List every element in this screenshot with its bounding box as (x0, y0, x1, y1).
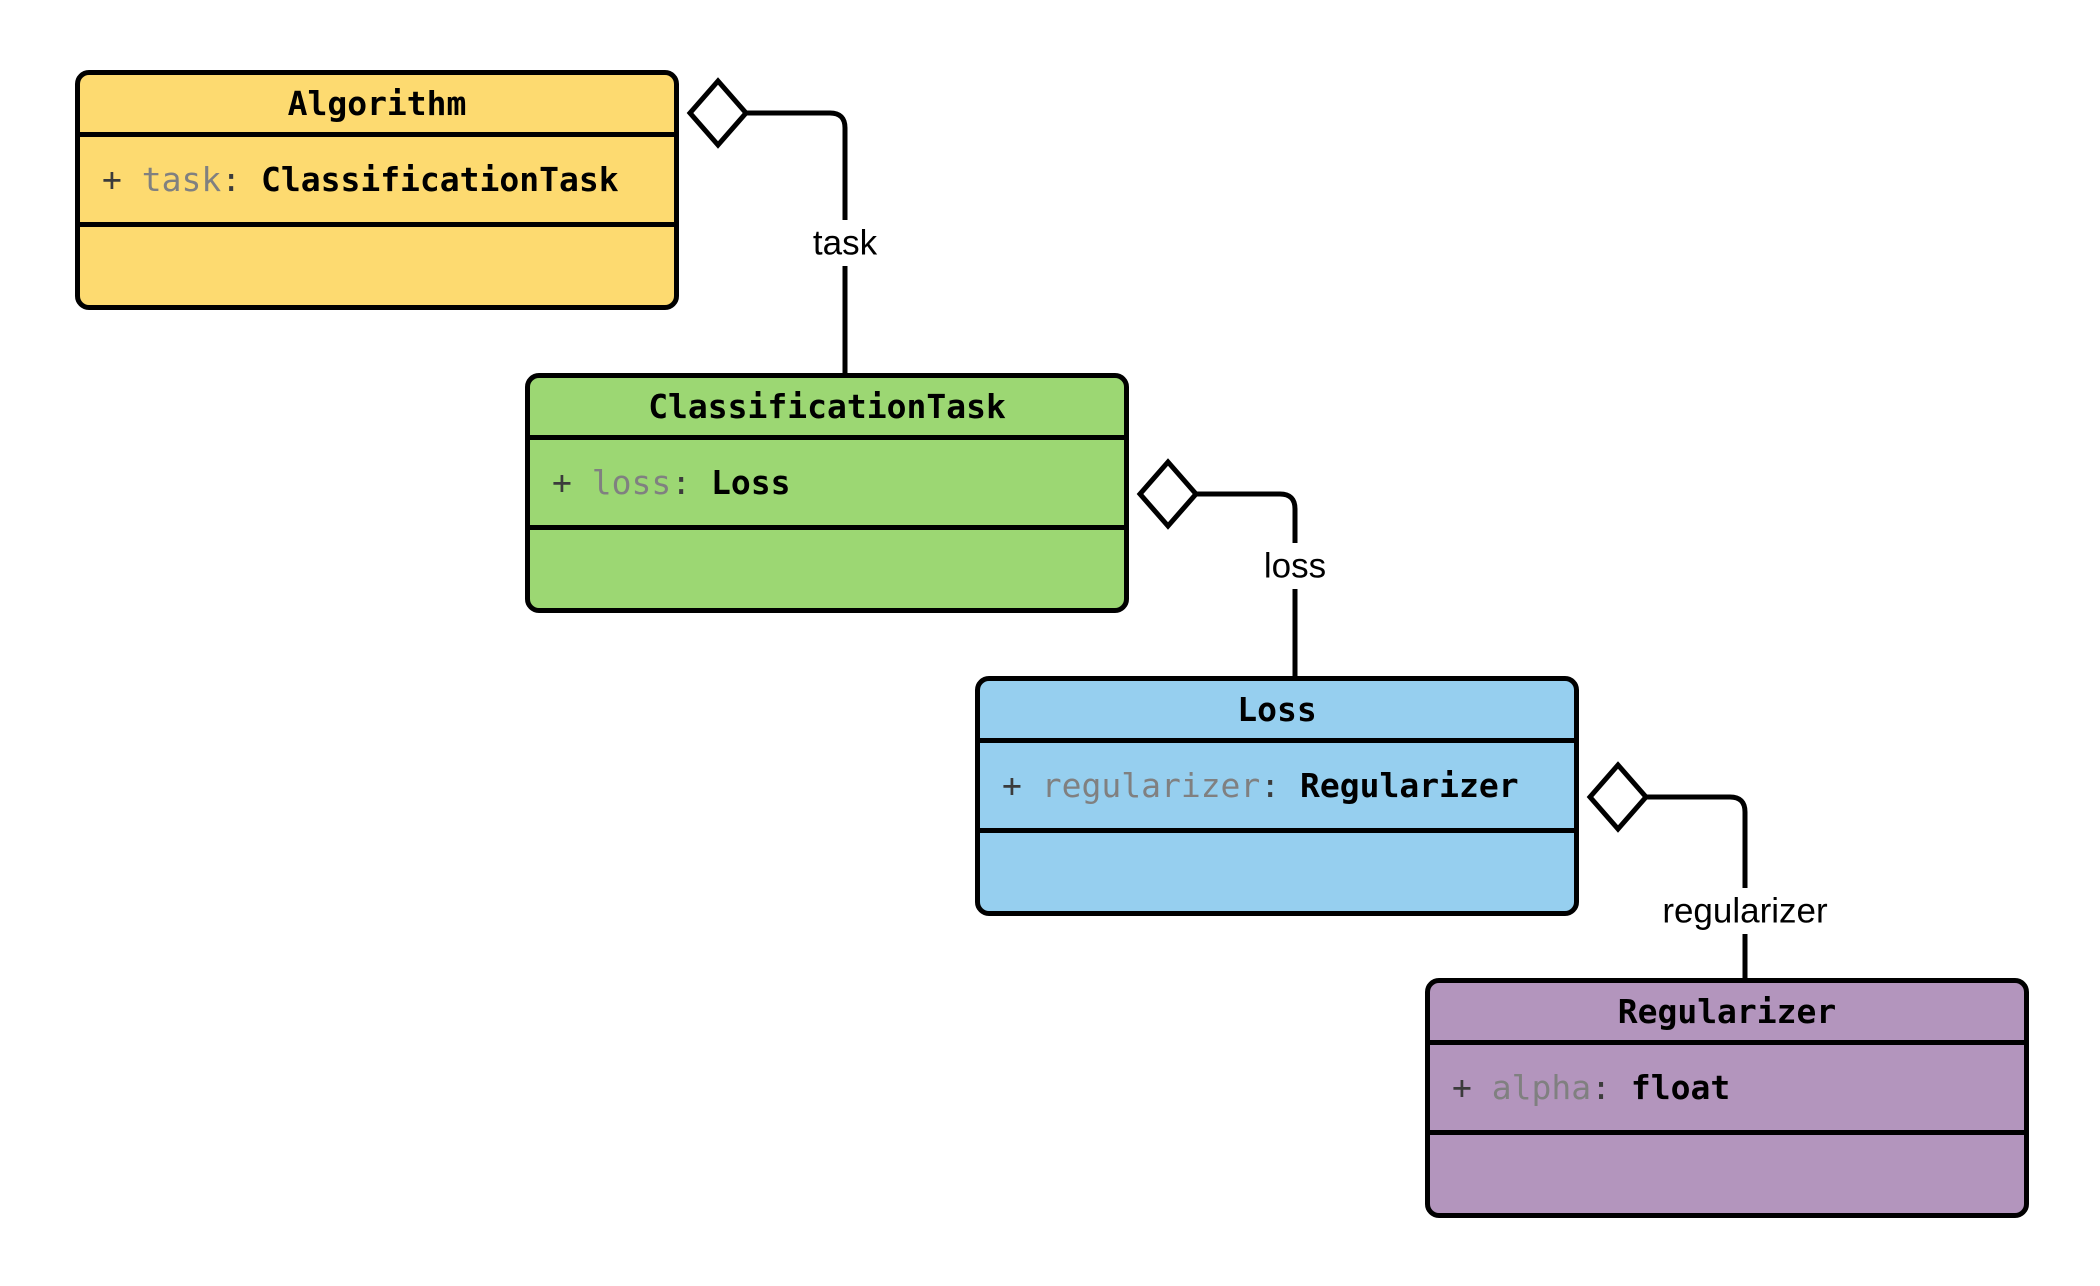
relationship-label-backdrop (1646, 888, 1844, 934)
class-title-regularizer: Regularizer (1430, 983, 2024, 1045)
attribute-visibility: + (552, 463, 572, 502)
attribute-row: + task: ClassificationTask (102, 163, 619, 196)
attribute-colon: : (1260, 766, 1281, 805)
attribute-colon: : (221, 160, 242, 199)
class-title-classificationtask: ClassificationTask (530, 378, 1124, 440)
relationship-rel-regularizer[interactable]: regularizer (1586, 761, 1844, 978)
relationship-line (746, 110, 848, 373)
attribute-colon: : (1591, 1068, 1611, 1107)
aggregation-diamond-icon (1586, 761, 1650, 833)
attribute-row: + loss: Loss (552, 466, 790, 499)
attribute-type: float (1630, 1068, 1731, 1107)
relationship-label-backdrop (1256, 543, 1334, 589)
attribute-name: alpha (1491, 1068, 1592, 1107)
relationship-rel-task[interactable]: task (686, 77, 888, 373)
relationship-label: task (813, 223, 878, 262)
aggregation-diamond-icon (686, 77, 750, 149)
uml-class-algorithm[interactable]: Algorithm + task: ClassificationTask (75, 70, 679, 310)
relationship-label: regularizer (1662, 891, 1828, 930)
class-attributes-regularizer: + alpha: float (1430, 1045, 2024, 1135)
attribute-name: regularizer (1041, 766, 1261, 805)
class-attributes-algorithm: + task: ClassificationTask (80, 137, 674, 227)
aggregation-diamond-icon (1136, 458, 1200, 530)
relationship-label-backdrop (802, 220, 888, 266)
relationship-line (1646, 794, 1748, 978)
attribute-row: + alpha: float (1452, 1071, 1730, 1104)
relationship-label: loss (1264, 546, 1326, 585)
attribute-row: + regularizer: Regularizer (1002, 769, 1519, 802)
class-attributes-classificationtask: + loss: Loss (530, 440, 1124, 530)
relationship-rel-loss[interactable]: loss (1136, 458, 1334, 676)
attribute-visibility: + (1452, 1068, 1472, 1107)
attribute-visibility: + (102, 160, 122, 199)
class-attributes-loss: + regularizer: Regularizer (980, 743, 1574, 833)
uml-class-loss[interactable]: Loss + regularizer: Regularizer (975, 676, 1579, 916)
attribute-name: loss (591, 463, 672, 502)
class-title-algorithm: Algorithm (80, 75, 674, 137)
attribute-visibility: + (1002, 766, 1022, 805)
attribute-type: ClassificationTask (260, 160, 619, 199)
uml-class-regularizer[interactable]: Regularizer + alpha: float (1425, 978, 2029, 1218)
attribute-name: task (141, 160, 222, 199)
relationship-line (1196, 491, 1298, 676)
attribute-colon: : (671, 463, 692, 502)
attribute-type: Loss (710, 463, 791, 502)
class-title-loss: Loss (980, 681, 1574, 743)
attribute-type: Regularizer (1300, 766, 1519, 805)
uml-class-classificationtask[interactable]: ClassificationTask + loss: Loss (525, 373, 1129, 613)
